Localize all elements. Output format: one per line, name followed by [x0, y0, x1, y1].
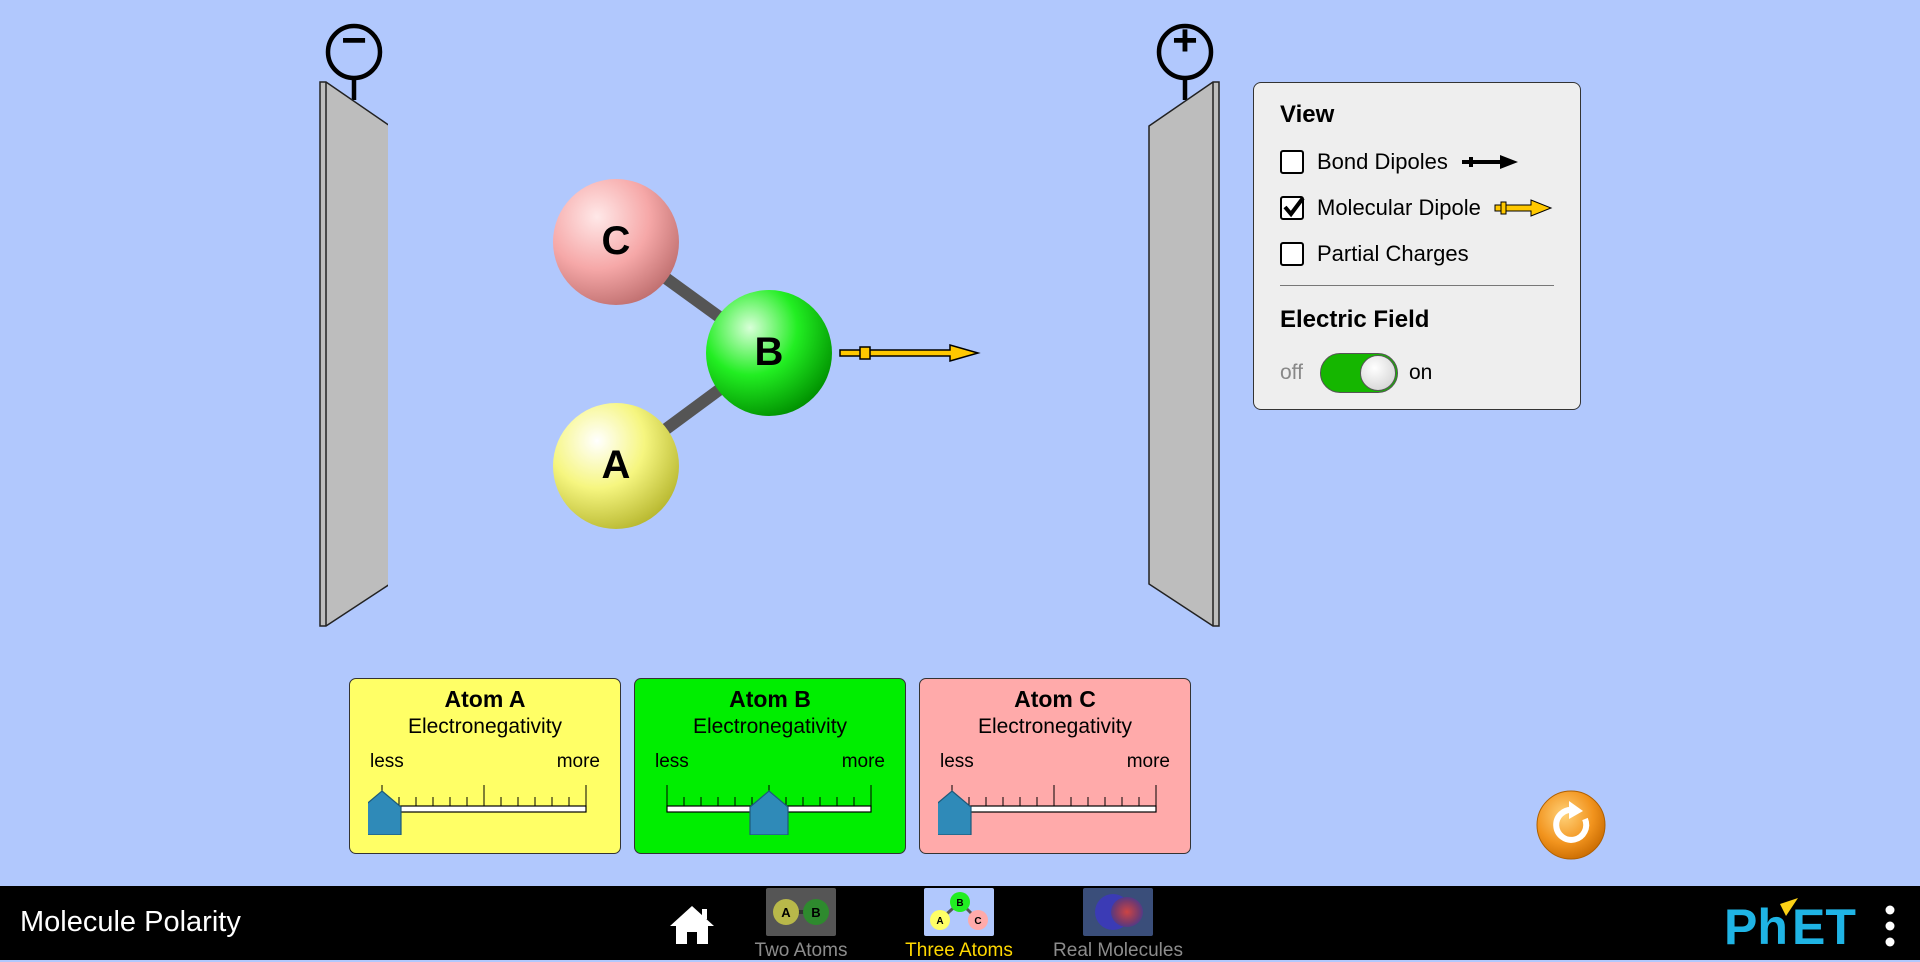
reset-all-button[interactable]	[1535, 789, 1607, 861]
bond-dipoles-checkbox[interactable]: Bond Dipoles	[1280, 147, 1520, 177]
more-label: more	[1126, 751, 1170, 772]
navigation-bar: Molecule Polarity A B Two Atoms	[0, 886, 1920, 961]
atom-a-label: A	[601, 443, 631, 487]
atom-a-electronegativity-card: Atom A Electronegativity less more	[349, 678, 621, 854]
slider-thumb[interactable]	[368, 790, 402, 835]
partial-charges-checkbox[interactable]: Partial Charges	[1280, 239, 1469, 269]
atom-b	[706, 290, 832, 416]
atom-c	[553, 179, 679, 305]
svg-text:A: A	[781, 905, 791, 920]
slider-track	[938, 785, 1157, 835]
check-icon	[1283, 196, 1305, 218]
bond-dipole-arrow-icon	[1461, 155, 1518, 169]
svg-text:A: A	[936, 916, 943, 927]
card-subtitle: Electronegativity	[407, 715, 563, 738]
atom-a-electronegativity-slider[interactable]	[368, 779, 604, 835]
slider-thumb[interactable]	[938, 790, 972, 835]
tab-label: Two Atoms	[754, 940, 848, 961]
phet-logo[interactable]: Ph ET	[1722, 896, 1872, 950]
phet-logo-icon: Ph ET	[1724, 898, 1856, 950]
svg-text:Ph: Ph	[1724, 899, 1788, 950]
three-atoms-icon: B A C	[924, 888, 994, 936]
on-label: on	[1409, 361, 1433, 384]
partial-charges-label: Partial Charges	[1317, 241, 1469, 266]
off-label: off	[1280, 361, 1303, 384]
molecular-dipole-checkbox[interactable]: Molecular Dipole	[1280, 193, 1553, 223]
slider-track	[666, 785, 872, 835]
card-title: Atom A	[444, 686, 526, 712]
kebab-menu-icon	[1885, 905, 1895, 947]
svg-text:B: B	[956, 898, 963, 909]
molecular-dipole-arrow	[839, 344, 981, 362]
home-button[interactable]	[668, 904, 716, 946]
reset-icon	[1536, 790, 1606, 860]
card-title: Atom B	[729, 686, 811, 712]
svg-text:C: C	[974, 916, 981, 927]
atom-b-label: B	[754, 330, 784, 374]
slider-thumb[interactable]	[749, 790, 789, 835]
atom-b-electronegativity-slider[interactable]	[653, 779, 889, 835]
options-menu-button[interactable]	[1880, 904, 1900, 948]
molecular-dipole-arrow-icon	[1494, 199, 1553, 217]
negative-sign: −	[341, 16, 367, 65]
card-subtitle: Electronegativity	[692, 715, 848, 738]
bond-dipoles-label: Bond Dipoles	[1317, 149, 1448, 174]
tab-label: Real Molecules	[1053, 940, 1183, 961]
less-label: less	[370, 751, 404, 772]
card-title: Atom C	[1014, 686, 1096, 712]
molecular-dipole-label: Molecular Dipole	[1317, 195, 1481, 220]
checkbox-box[interactable]	[1280, 242, 1304, 266]
two-atoms-icon: A B	[766, 888, 836, 936]
card-subtitle: Electronegativity	[977, 715, 1133, 738]
real-molecules-icon	[1083, 888, 1153, 936]
less-label: less	[655, 751, 689, 772]
view-panel: View Bond Dipoles Molecular Dipole Parti…	[1253, 82, 1581, 410]
panel-divider	[1280, 285, 1554, 286]
atom-c-electronegativity-slider[interactable]	[938, 779, 1174, 835]
electric-field-title: Electric Field	[1280, 306, 1430, 333]
atom-b-electronegativity-card: Atom B Electronegativity less more	[634, 678, 906, 854]
app-title: Molecule Polarity	[20, 906, 241, 938]
electric-field-toggle[interactable]	[1320, 353, 1398, 393]
svg-text:ET: ET	[1792, 899, 1856, 950]
atom-c-electronegativity-card: Atom C Electronegativity less more	[919, 678, 1191, 854]
more-label: more	[841, 751, 885, 772]
atom-c-label: C	[601, 219, 631, 263]
svg-text:B: B	[811, 905, 820, 920]
molecule[interactable]: C B A	[540, 170, 1000, 550]
atom-a	[553, 403, 679, 529]
more-label: more	[556, 751, 600, 772]
checkbox-box-checked[interactable]	[1280, 196, 1305, 220]
positive-plate: +	[1147, 16, 1223, 632]
home-icon	[670, 906, 714, 944]
slider-track	[368, 785, 587, 835]
less-label: less	[940, 751, 974, 772]
view-title: View	[1280, 101, 1335, 128]
positive-sign: +	[1172, 16, 1198, 65]
checkbox-box[interactable]	[1280, 150, 1304, 174]
tab-label: Three Atoms	[905, 940, 1013, 961]
negative-plate: −	[316, 16, 388, 632]
toggle-knob[interactable]	[1360, 355, 1396, 391]
